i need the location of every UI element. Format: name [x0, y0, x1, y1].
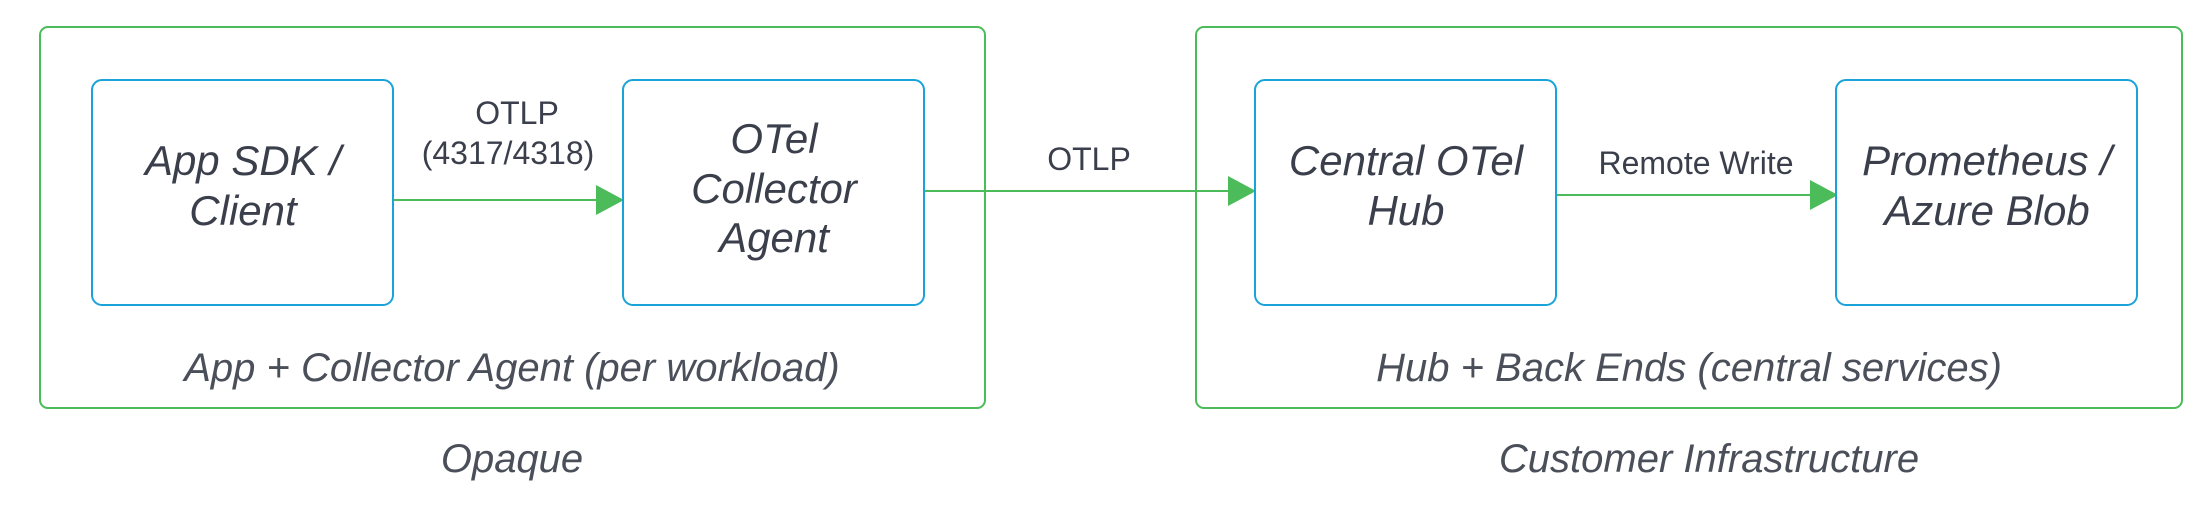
group-caption-app-collector: App + Collector Agent (per workload): [182, 346, 840, 390]
node-label-line: Azure Blob: [1881, 187, 2089, 234]
group-caption-hub-backends: Hub + Back Ends (central services): [1376, 346, 2002, 390]
zone-caption-customer-infrastructure: Customer Infrastructure: [1499, 437, 1919, 481]
node-label-line: Hub: [1367, 187, 1444, 234]
node-label-line: Client: [189, 187, 299, 234]
node-otel-collector-agent: OTel Collector Agent: [622, 79, 925, 306]
node-central-otel-hub: Central OTel Hub: [1254, 79, 1557, 306]
edge-hub-to-backend: Remote Write: [1556, 145, 1838, 210]
node-label-line: Central OTel: [1289, 137, 1525, 184]
group-hub-backends: [1195, 26, 2183, 409]
node-label-line: App SDK /: [142, 137, 345, 184]
zone-caption-opaque: Opaque: [441, 437, 583, 481]
node-app-sdk-client: App SDK / Client: [91, 79, 394, 306]
edge-label-hub-to-backend: Remote Write: [1598, 145, 1793, 181]
node-label-line: Agent: [716, 214, 831, 261]
edge-label-app-to-agent-line-1: OTLP: [475, 95, 559, 131]
edge-label-agent-to-hub: OTLP: [1047, 141, 1131, 177]
node-prometheus-azure-blob: Prometheus / Azure Blob: [1835, 79, 2138, 306]
edge-agent-to-hub: OTLP: [924, 141, 1256, 206]
edge-label-app-to-agent-line-2: (4317/4318): [422, 135, 595, 171]
group-app-collector: [39, 26, 986, 409]
edge-app-to-agent: OTLP (4317/4318): [394, 95, 624, 215]
node-label-line: Prometheus /: [1862, 137, 2116, 184]
node-label-line: OTel: [730, 115, 819, 162]
node-label-line: Collector: [691, 165, 859, 212]
